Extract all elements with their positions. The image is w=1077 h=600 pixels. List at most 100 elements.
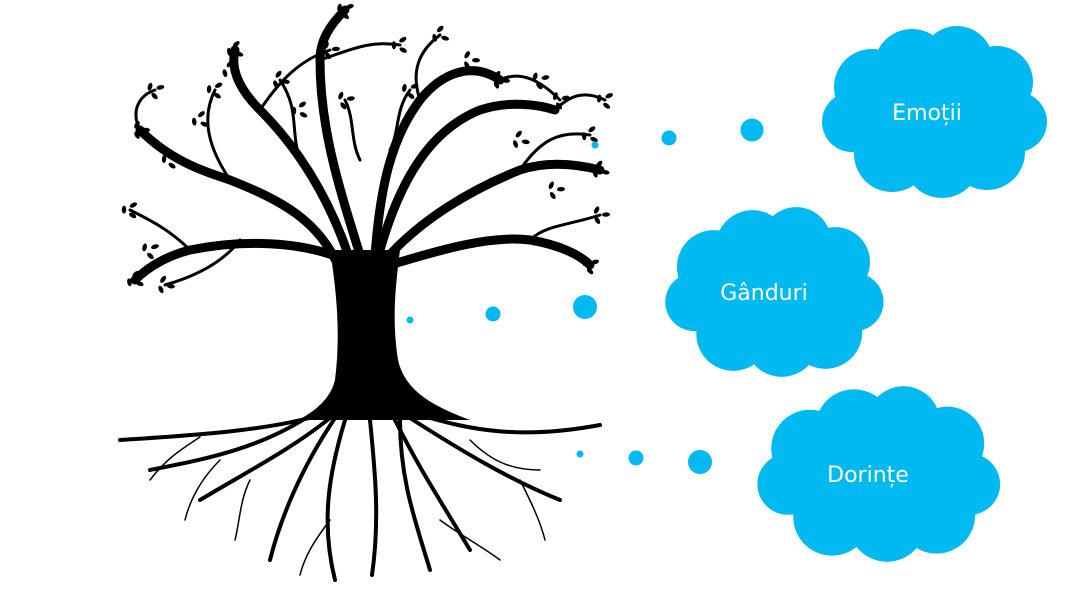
leaf (582, 258, 588, 266)
bubble-small (406, 316, 414, 324)
leaf (135, 281, 144, 287)
tree-illustration (118, 3, 613, 582)
leaf (603, 102, 611, 109)
leaf (552, 92, 558, 100)
leaf (200, 121, 209, 127)
leaf (275, 70, 282, 78)
leaf (342, 12, 349, 20)
leaf (586, 267, 594, 275)
leaf (494, 70, 501, 79)
leaf (227, 47, 232, 56)
leaf (590, 136, 598, 143)
bubble-large (740, 118, 764, 142)
leaf (132, 270, 140, 278)
cloud-puff (822, 92, 882, 152)
cloud-emotions: Emoții (822, 26, 1047, 198)
cloud-puff (872, 52, 992, 172)
leaf (555, 102, 563, 110)
leaf (436, 25, 444, 33)
leaf (323, 41, 329, 50)
cloud-label-thoughts: Gânduri (720, 281, 808, 306)
leaf (501, 78, 510, 83)
leaf (299, 112, 308, 118)
thought-bubbles (406, 118, 764, 474)
leaf (129, 202, 138, 208)
leaf (147, 82, 153, 91)
leaf (222, 69, 228, 78)
leaf (127, 278, 132, 287)
cloud-label-emotions: Emoții (892, 101, 962, 126)
leaf (596, 160, 603, 168)
leaf (541, 75, 550, 80)
leaf (281, 79, 290, 84)
tree-leaves (121, 3, 613, 294)
leaf (593, 206, 600, 214)
leaf (591, 259, 600, 265)
leaf (151, 244, 159, 250)
leaf (226, 60, 233, 68)
leaf (142, 127, 150, 133)
cloud-puff (713, 233, 831, 351)
leaf (601, 169, 610, 175)
leaf (556, 186, 565, 192)
leaf (521, 139, 530, 145)
bubble-small (591, 141, 599, 149)
leaf (441, 35, 449, 41)
leaf (147, 252, 154, 260)
leaf (206, 85, 212, 94)
leaf (166, 284, 175, 289)
bubble-small (576, 450, 584, 458)
cloud-puff (665, 272, 724, 332)
leaf (134, 121, 140, 129)
leaf (596, 94, 602, 103)
leaf (151, 92, 158, 100)
leaf (298, 101, 307, 108)
leaf (402, 83, 407, 92)
leaf (156, 85, 165, 90)
leaf (515, 130, 522, 138)
leaf (231, 70, 240, 76)
leaf (235, 51, 244, 57)
leaf (345, 4, 354, 9)
leaf (168, 162, 176, 169)
bubble-large (573, 295, 597, 319)
cloud-puff (814, 412, 938, 536)
leaf (170, 152, 178, 159)
leaf (464, 61, 470, 69)
tree-trunk (300, 250, 470, 420)
leaf (129, 212, 137, 219)
tree-root-fibers (149, 436, 546, 576)
leaf (291, 106, 297, 115)
leaf (191, 117, 197, 126)
cloud-desires: Dorințe (757, 386, 1001, 562)
tree-roots (118, 410, 602, 582)
leaf (601, 212, 610, 217)
bubble-medium (485, 306, 501, 322)
leaf (581, 132, 587, 141)
leaf (213, 92, 221, 99)
leaf (198, 111, 205, 118)
leaf (399, 36, 407, 43)
leaf (407, 92, 415, 99)
leaf (331, 46, 340, 52)
leaf (158, 285, 164, 294)
leaf (346, 96, 355, 101)
leaf (142, 243, 147, 252)
leaf (338, 91, 344, 100)
leaf (273, 80, 279, 88)
leaf (214, 82, 223, 88)
cloud-thoughts: Gânduri (665, 207, 884, 377)
cloud-puff (757, 453, 819, 515)
leaf (337, 3, 342, 12)
leaf (232, 41, 240, 48)
leaf (594, 216, 601, 224)
cloud-label-desires: Dorințe (827, 463, 909, 488)
bubble-large (688, 450, 712, 474)
leaf (160, 275, 167, 283)
leaf (161, 154, 167, 163)
leaf (464, 51, 470, 59)
leaf (561, 95, 570, 101)
leaf (432, 33, 438, 42)
leaf (340, 102, 347, 110)
